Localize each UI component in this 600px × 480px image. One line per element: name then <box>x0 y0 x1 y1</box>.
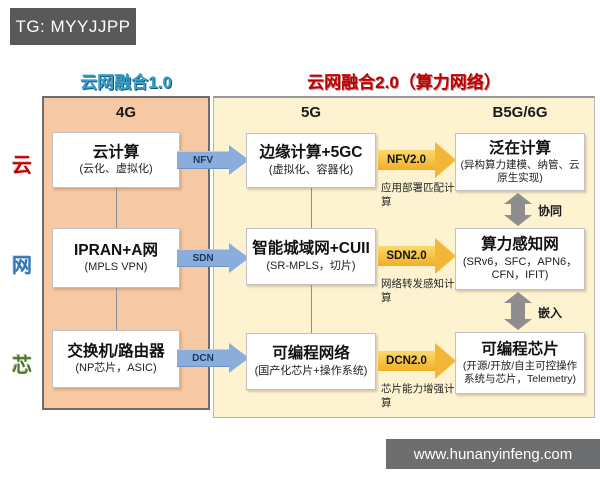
arrow-head-icon <box>435 343 456 379</box>
arrow-description: 网络转发感知计算 <box>381 278 455 304</box>
arrow-description: 应用部署匹配计算 <box>381 182 455 208</box>
link-label-embed: 嵌入 <box>538 306 563 320</box>
arrow-label: DCN <box>177 349 229 367</box>
box-subtitle: (异构算力建模、纳管、云原生实现) <box>460 159 580 184</box>
arrow-label: NFV <box>177 151 229 169</box>
box-title: IPRAN+A网 <box>74 241 158 259</box>
box-subtitle: (SRv6，SFC，APN6，CFN，IFIT) <box>462 255 578 281</box>
connector-line <box>311 188 312 228</box>
arrow-stem <box>511 302 525 320</box>
arrow-label: SDN <box>177 249 229 267</box>
watermark-top-badge: TG: MYYJJPP <box>10 8 136 45</box>
box-computing-aware-network: 算力感知网 (SRv6，SFC，APN6，CFN，IFIT) <box>455 228 585 290</box>
arrow-up-icon <box>504 193 532 204</box>
arrow-description: 芯片能力增强计算 <box>381 383 455 409</box>
column-header-5g: 5G <box>300 104 321 121</box>
arrow-sdn2: SDN2.0 <box>378 238 456 274</box>
column-header-b5g6g: B5G/6G <box>492 104 548 121</box>
arrow-dcn2: DCN2.0 <box>378 343 456 379</box>
box-switch-router: 交换机/路由器 (NP芯片，ASIC) <box>52 330 180 388</box>
watermark-bottom-badge: www.hunanyinfeng.com <box>386 439 600 469</box>
arrow-up-icon <box>504 292 532 303</box>
arrow-head-icon <box>435 238 456 274</box>
arrow-nfv2: NFV2.0 <box>378 142 456 178</box>
arrow-label: SDN2.0 <box>378 246 435 266</box>
box-programmable-chip: 可编程芯片 (开源/开放/自主可控操作系统与芯片，Telemetry) <box>455 332 585 394</box>
arrow-down-icon <box>504 215 532 226</box>
box-ubiquitous-computing: 泛在计算 (异构算力建模、纳管、云原生实现) <box>455 133 585 191</box>
row-label-network: 网 <box>12 255 32 277</box>
row-label-cloud: 云 <box>12 155 32 177</box>
box-subtitle: (NP芯片，ASIC) <box>75 362 157 375</box>
box-ipran-a-net: IPRAN+A网 (MPLS VPN) <box>52 228 180 288</box>
box-title: 边缘计算+5GC <box>259 144 363 161</box>
box-title: 云计算 <box>92 143 140 161</box>
box-title: 交换机/路由器 <box>67 342 165 360</box>
row-label-chip: 芯 <box>12 355 32 377</box>
arrow-head-icon <box>435 142 456 178</box>
arrow-head-icon <box>229 145 249 175</box>
arrow-stem <box>511 203 525 216</box>
box-title: 可编程网络 <box>272 345 350 362</box>
double-arrow-icon <box>504 193 532 226</box>
box-edge-computing-5gc: 边缘计算+5GC (虚拟化、容器化) <box>246 133 376 188</box>
box-title: 可编程芯片 <box>481 340 559 358</box>
connector-line <box>311 285 312 333</box>
box-subtitle: (虚拟化、容器化) <box>268 163 354 176</box>
double-arrow-icon <box>504 292 532 330</box>
box-subtitle: (云化、虚拟化) <box>79 163 153 176</box>
box-subtitle: (国产化芯片+操作系统) <box>254 364 368 377</box>
arrow-label: NFV2.0 <box>378 150 435 170</box>
box-smart-man-cuii: 智能城域网+CUII (SR-MPLS，切片) <box>246 228 376 285</box>
link-label-collaboration: 协同 <box>538 204 563 218</box>
arrow-head-icon <box>229 243 249 273</box>
arrow-head-icon <box>229 343 249 373</box>
connector-line <box>116 188 117 228</box>
box-subtitle: (MPLS VPN) <box>84 261 148 274</box>
arrow-label: DCN2.0 <box>378 351 435 371</box>
box-subtitle: (开源/开放/自主可控操作系统与芯片，Telemetry) <box>462 360 578 385</box>
arrow-nfv: NFV <box>177 145 249 175</box>
era2-title: 云网融合2.0（算力网络） <box>307 73 501 92</box>
box-title: 泛在计算 <box>488 139 551 157</box>
arrow-sdn: SDN <box>177 243 249 273</box>
connector-line <box>116 288 117 330</box>
box-title: 智能城域网+CUII <box>252 240 370 257</box>
arrow-down-icon <box>504 319 532 330</box>
column-header-4g: 4G <box>115 104 136 121</box>
box-cloud-computing: 云计算 (云化、虚拟化) <box>52 132 180 188</box>
arrow-dcn: DCN <box>177 343 249 373</box>
box-title: 算力感知网 <box>481 235 559 253</box>
era1-title: 云网融合1.0 <box>80 73 172 92</box>
box-programmable-network: 可编程网络 (国产化芯片+操作系统) <box>246 333 376 390</box>
box-subtitle: (SR-MPLS，切片) <box>266 259 356 272</box>
